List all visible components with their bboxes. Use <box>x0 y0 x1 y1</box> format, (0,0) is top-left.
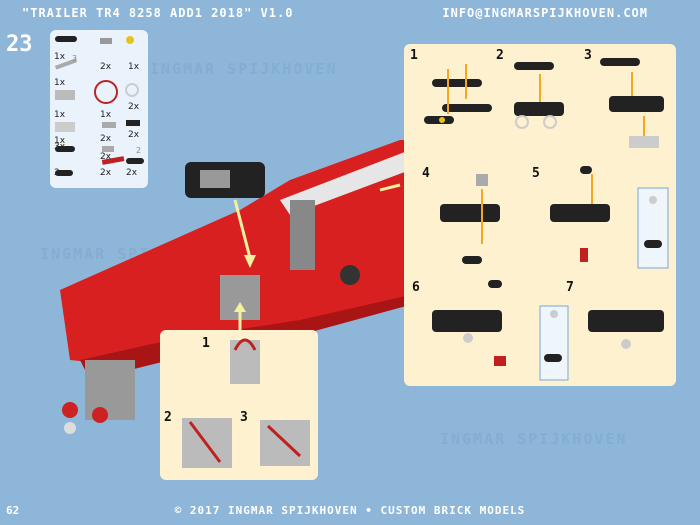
callout <box>539 305 569 381</box>
arrow-icon <box>234 302 246 312</box>
wheel-rim <box>92 407 108 423</box>
part-link-black <box>126 120 140 126</box>
beam <box>588 310 664 332</box>
beam <box>432 79 482 87</box>
arrow-icon <box>379 183 401 192</box>
beam <box>600 58 640 66</box>
rubber-band <box>233 338 257 351</box>
part-qty: 1x <box>54 136 66 146</box>
bottom-sub-assembly-panel: 1 2 3 <box>160 330 318 480</box>
beam <box>609 96 664 112</box>
step-number: 23 <box>6 32 33 57</box>
rubber-band <box>188 421 222 463</box>
step-label: 5 <box>532 166 540 181</box>
step-label: 2 <box>496 48 504 63</box>
beam <box>442 104 492 112</box>
part-qty: 2x <box>54 168 66 178</box>
connector <box>230 340 260 384</box>
step-label: 6 <box>412 280 420 295</box>
step-label: 2 <box>164 410 172 425</box>
part-beam-black-3 <box>55 170 73 176</box>
plate <box>629 136 659 148</box>
part-qty: 1x <box>54 110 66 120</box>
beam <box>462 256 482 264</box>
step-label: 7 <box>566 280 574 295</box>
beam <box>580 166 592 174</box>
arrow-icon <box>244 255 256 268</box>
part-qty: 2x <box>100 62 112 72</box>
rubber-band <box>266 424 302 458</box>
step-label: 1 <box>202 336 210 351</box>
part-bush-yellow <box>126 36 134 44</box>
beam <box>550 204 610 222</box>
page-number: 62 <box>6 504 20 517</box>
bottom-sub-assembly-illustrations <box>182 338 310 468</box>
watermark: INGMAR SPIJKHOVEN <box>440 430 628 448</box>
pin <box>476 174 488 186</box>
step-label: 3 <box>584 48 592 63</box>
part-qty: 2x <box>126 168 138 178</box>
pin <box>550 310 558 318</box>
part-qty: 2x <box>100 134 112 144</box>
document-title: "TRAILER TR4 8258 ADD1 2018" V1.0 <box>22 6 294 20</box>
part-rubber-band-red <box>94 80 118 104</box>
part-pin-gray <box>100 38 112 44</box>
part-length-label: 2 <box>136 146 142 155</box>
pin <box>649 196 657 204</box>
part-pin-gray-2 <box>102 146 114 152</box>
part-plate-2x2-gray <box>55 122 75 132</box>
beam <box>488 280 502 288</box>
part-connector-gray <box>102 122 116 128</box>
beam <box>544 354 562 362</box>
beam <box>514 102 564 116</box>
parts-illustrations <box>54 36 144 176</box>
bush <box>439 117 445 123</box>
part-qty: 3x <box>54 142 66 152</box>
step-label: 1 <box>410 48 418 63</box>
part-beam-black <box>55 36 77 42</box>
axle <box>494 356 506 366</box>
ring <box>515 115 529 129</box>
sub-assembly-illustrations <box>424 58 669 381</box>
pin <box>621 339 631 349</box>
chassis-part <box>85 360 135 420</box>
part-plate-gray <box>55 90 75 100</box>
part-beam-black-2 <box>55 146 75 152</box>
watermark: INGMAR SPIJKHOVEN <box>150 60 338 78</box>
part-qty: 1x <box>128 62 140 72</box>
part-qty: 1x <box>54 78 66 88</box>
footer-copyright: © 2017 INGMAR SPIJKHOVEN • CUSTOM BRICK … <box>174 504 526 517</box>
part-qty: 2x <box>128 102 140 112</box>
part-qty: 2x <box>128 130 140 140</box>
beam <box>432 310 502 332</box>
part-axle-red <box>101 156 125 165</box>
step-label: 3 <box>240 410 248 425</box>
part-qty: 2x <box>100 152 112 162</box>
wheel-rim <box>64 422 76 434</box>
part-length-label: 3 <box>72 54 78 63</box>
wheel-rim <box>62 402 78 418</box>
part-beam-black-4 <box>126 158 144 164</box>
part-ring-white <box>125 83 139 97</box>
part-qty: 1x <box>54 52 66 62</box>
gear <box>340 265 360 285</box>
step-label: 4 <box>422 166 430 181</box>
arrow-icon <box>233 199 252 259</box>
beam <box>440 204 500 222</box>
pin <box>463 333 473 343</box>
part-qty: 1x <box>100 110 112 120</box>
sub-assembly-part <box>200 170 230 188</box>
beam <box>644 240 662 248</box>
trailer-rail <box>280 150 410 215</box>
ring <box>543 115 557 129</box>
part-qty: 2x <box>100 168 112 178</box>
beam <box>514 62 554 70</box>
contact-email: INFO@INGMARSPIJKHOVEN.COM <box>442 6 648 20</box>
chassis-part <box>290 200 315 270</box>
parts-list-panel: 1x 2x 1x 1x 3 1x 1x 2x 1x 2x 2x 3x 2x 2x… <box>50 30 148 188</box>
part-axle-gray <box>54 58 78 70</box>
axle <box>580 248 588 262</box>
sub-assembly-panel: 1 2 3 4 5 6 7 <box>404 44 676 386</box>
